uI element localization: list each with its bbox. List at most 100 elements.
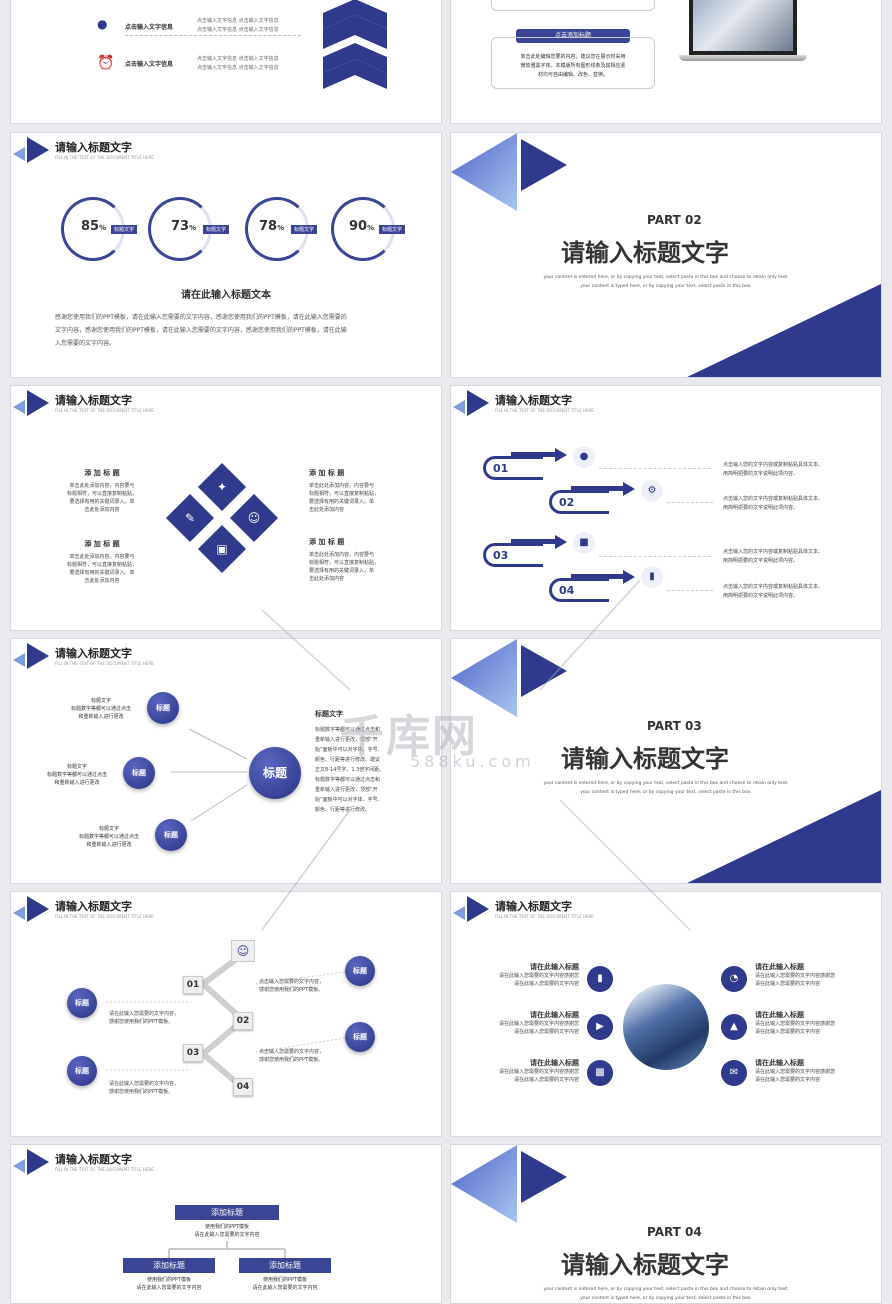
org-right-line: 使用我们的PPT模板 xyxy=(262,1277,308,1283)
item-line: 请在此输入您需要的文字内容感谢您 xyxy=(755,1021,836,1027)
block-line: 要选择有用的关键词录入。单 xyxy=(309,499,375,505)
header-triangle-dark xyxy=(27,390,49,416)
text-frame-top xyxy=(491,0,655,11)
slide-zigzag: 请输入标题文字 FILL IN THE TEXT OF THE DOCUMENT… xyxy=(10,891,442,1137)
node-ball: 标题 xyxy=(155,819,187,851)
pen-icon: ✎ xyxy=(184,511,196,525)
header-triangle-dark xyxy=(27,643,49,669)
org-top-line: 使用我们的PPT模板 xyxy=(204,1224,250,1230)
header-triangle-light xyxy=(13,1159,25,1173)
title-ball: 标题 xyxy=(67,988,97,1018)
slide-title: 请输入标题文字 xyxy=(55,1153,132,1166)
zig-line: 点击输入您需要的文字内容， xyxy=(259,1049,325,1055)
item-left-3: 请在此输入标题 请在此输入您需要的文字内容感谢您 请在此输入您需要的文字内容 xyxy=(471,1058,579,1084)
block-line: 击此处添加内容 xyxy=(84,507,120,513)
slide-percent-circles: 请输入标题文字 FILL IN THE TEXT OF THE DOCUMENT… xyxy=(10,132,442,378)
step-number: 03 xyxy=(493,549,509,562)
arrow-bar xyxy=(511,539,557,544)
org-top-line: 请在此输入您需要的文字内容 xyxy=(194,1232,260,1238)
slide-subtitle: FILL IN THE TEXT OF THE DOCUMENT TITLE H… xyxy=(55,1167,154,1172)
row-label: 点击输入文字信息 xyxy=(125,24,174,31)
briefcase-icon: ■ xyxy=(573,532,595,554)
right-title: 标题文字 xyxy=(315,710,343,718)
arrow-bar xyxy=(571,574,625,579)
part-caption: your content is entered here, or by copy… xyxy=(543,1287,789,1292)
title-ball: 标题 xyxy=(345,956,375,986)
item-line: 请在此输入您需要的文字内容 xyxy=(513,981,579,987)
block-line: 要选择有用的关键词录入。单 xyxy=(69,499,135,505)
slide-numbered-arrows: 请输入标题文字 FILL IN THE TEXT OF THE DOCUMENT… xyxy=(450,385,882,631)
step-number: 01 xyxy=(493,462,509,475)
item-line: 请在此输入您需要的文字内容感谢您 xyxy=(755,973,836,979)
bar-chart-icon: ▮ xyxy=(587,966,613,992)
item-title: 请在此输入标题 xyxy=(755,963,804,971)
step-number: 02 xyxy=(559,496,575,509)
node-ball: 标题 xyxy=(147,692,179,724)
row-desc: 点击输入文字信息 点击输入文字信息 xyxy=(197,56,279,62)
percent-label: 标题文字 xyxy=(203,225,230,234)
block-title: 添 加 标 题 xyxy=(84,469,120,477)
org-right-box: 添加标题 xyxy=(239,1258,331,1273)
block-line: 要选择有用的关键词录入。单 xyxy=(69,570,135,576)
row-label: 点击输入文字信息 xyxy=(125,61,174,68)
header-triangle-dark xyxy=(27,896,49,922)
right-line: 颜色、行距等进行修改。建议 xyxy=(315,757,381,763)
block-line: 击此处添加内容 xyxy=(309,507,345,513)
title-ball: 标题 xyxy=(67,1056,97,1086)
header-triangle-light xyxy=(13,400,25,414)
item-line: 请在此输入您需要的文字内容 xyxy=(513,1029,579,1035)
header-triangle-dark xyxy=(467,390,489,416)
camera-icon: ▣ xyxy=(216,542,228,556)
right-line: 标题数字等都可以通过点击和 xyxy=(315,777,381,783)
zig-line: 点击输入您需要的文字内容， xyxy=(259,979,325,985)
step-box: 02 xyxy=(233,1012,253,1030)
number-tab xyxy=(483,543,543,567)
zig-line: 请在此输入您需要的文字内容， xyxy=(109,1011,180,1017)
block-line: 标题相符，可以直接复制粘贴， xyxy=(66,491,137,497)
step-text: 点击输入您的文字内容或复制粘贴具体文本、 xyxy=(723,496,824,502)
percent-label: 标题文字 xyxy=(111,225,138,234)
add-title-button[interactable]: 点击添加标题 xyxy=(516,29,630,43)
block-left-bottom: 添 加 标 题 单击此处添加内容，内容要与 标题相符，可以直接复制粘贴， 要选择… xyxy=(47,539,157,585)
block-line: 单击此处添加内容，内容要与 xyxy=(69,554,135,560)
part-title: 请输入标题文字 xyxy=(561,239,729,267)
arrow-head xyxy=(623,570,635,584)
bell-icon: ▲ xyxy=(721,1014,747,1040)
step-text: 用简明扼要的文字说明此项内容。 xyxy=(723,593,799,599)
right-line: 重新输入进行更改，顶部“开 xyxy=(315,737,378,743)
step-text: 点击输入您的文字内容或复制粘贴具体文本、 xyxy=(723,584,824,590)
part-caption: your content is typed here, or by copyin… xyxy=(580,1296,752,1301)
decor-triangles xyxy=(451,1145,567,1223)
node-title: 标题文字 xyxy=(66,764,87,770)
step-box: 03 xyxy=(183,1044,203,1062)
diamond-camera: ▣ xyxy=(197,524,247,574)
watermark-url: 588ku.com xyxy=(410,752,535,771)
slide-title: 请输入标题文字 xyxy=(55,394,132,407)
item-line: 请在此输入您需要的文字内容感谢您 xyxy=(498,973,579,979)
watermark-text: 千库网 xyxy=(340,711,478,762)
pie-chart-icon: ◔ xyxy=(721,966,747,992)
zig-line: 感谢您使用我们的PPT模板。 xyxy=(109,1089,174,1095)
org-left-line: 使用我们的PPT模板 xyxy=(146,1277,192,1283)
node-ball: 标题 xyxy=(123,757,155,789)
item-line: 请在此输入您需要的文字内容感谢您 xyxy=(498,1021,579,1027)
decor-triangles xyxy=(451,133,881,377)
body-line: 感谢您使用我们的PPT模板，请在此输入您需要的文字内容，感谢您使用我们的PPT模… xyxy=(55,314,347,321)
percent-label: 标题文字 xyxy=(379,225,406,234)
item-line: 请在此输入您需要的文字内容感谢您 xyxy=(498,1069,579,1075)
dashed-line xyxy=(667,590,713,591)
zig-line: 感谢您使用我们的PPT模板。 xyxy=(259,987,324,993)
zig-text: 点击输入您需要的文字内容， 感谢您使用我们的PPT模板。 xyxy=(259,978,324,994)
laptop-base xyxy=(679,55,807,61)
dashed-line xyxy=(125,35,301,36)
slide-title: 请输入标题文字 xyxy=(495,900,572,913)
body-line: 微软雅黑字体。本模版所有图形线条及其相应素 xyxy=(520,63,626,69)
item-line: 请在此输入您需要的文字内容感谢您 xyxy=(755,1069,836,1075)
zig-line: 感谢您使用我们的PPT模板。 xyxy=(259,1057,324,1063)
mail-icon: ✉ xyxy=(721,1060,747,1086)
item-left-2: 请在此输入标题 请在此输入您需要的文字内容感谢您 请在此输入您需要的文字内容 xyxy=(471,1010,579,1036)
header-triangle-dark xyxy=(27,137,49,163)
step-box: 04 xyxy=(233,1078,253,1096)
title-ball: 标题 xyxy=(345,1022,375,1052)
body-line: 单击此处编辑您要的内容，建议您在展示时采用 xyxy=(520,54,626,60)
